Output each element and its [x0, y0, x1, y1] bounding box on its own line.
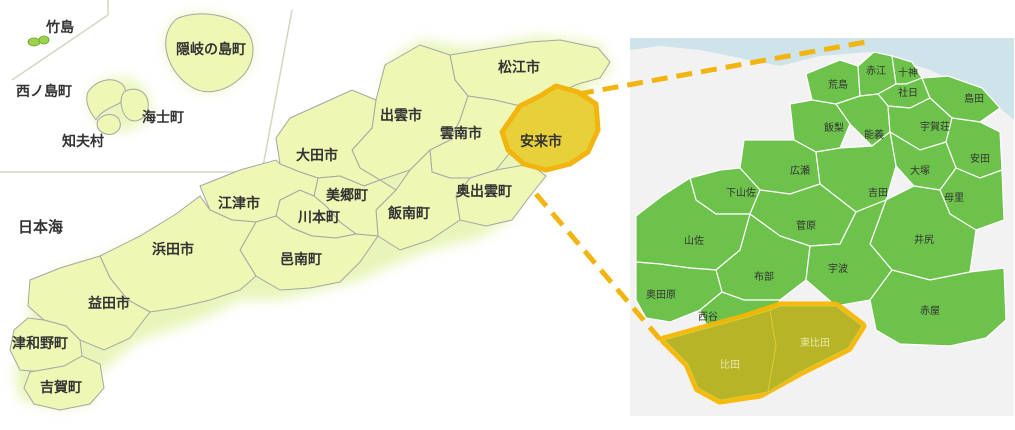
district-label-fube: 布部	[754, 270, 774, 283]
district-label-akae: 赤江	[866, 65, 886, 77]
district-label-shimoyamasa: 下山佐	[726, 187, 756, 199]
district-akaya	[869, 267, 1007, 347]
shimane-prefecture-map: 日本海 竹島 隠岐の島町 西ノ島町 海士町 知夫村 松江市 出雲市 雲南市 安来…	[0, 0, 612, 411]
label-izumo: 出雲市	[380, 107, 422, 124]
district-uba	[805, 198, 893, 307]
municipality-yoshika	[23, 355, 105, 411]
district-label-ijiri: 井尻	[914, 233, 934, 246]
district-label-okutabara: 奥田原	[646, 288, 676, 301]
district-label-nishidani: 西谷	[698, 311, 718, 323]
island-label-chibu: 知夫村	[62, 133, 104, 150]
district-label-sugahara: 菅原	[796, 220, 816, 232]
nakanoshima-island	[120, 88, 149, 122]
district-label-shanichi: 社日	[898, 86, 918, 99]
oki-islands-inset-frame	[0, 0, 293, 173]
yasugi-city-district-map: 荒島 赤江 十神 社日 島田 飯梨 能義 宇賀荘 安田 広瀬 大塚 吉田 母里 …	[630, 38, 1014, 416]
district-label-yoshida: 吉田	[868, 187, 888, 199]
districts	[635, 51, 1007, 405]
label-masuda: 益田市	[88, 295, 130, 312]
label-gotsu: 江津市	[218, 195, 260, 212]
municipality-yasugi	[499, 83, 601, 173]
municipality-onan	[239, 215, 379, 291]
label-kawamoto: 川本町	[297, 209, 340, 226]
takeshima-island-a	[27, 37, 41, 47]
oki-dogo-island	[165, 13, 254, 93]
district-label-ugasho: 宇賀荘	[920, 120, 950, 133]
chiburijima-island	[96, 114, 121, 135]
label-iinan: 飯南町	[387, 205, 430, 222]
connector-bottom	[534, 192, 666, 346]
district-label-yamasa: 山佐	[684, 235, 704, 247]
district-label-hida: 比田	[720, 359, 740, 371]
label-yoshika: 吉賀町	[40, 379, 82, 396]
district-label-otsuka: 大塚	[910, 164, 930, 177]
district-label-higashihida: 東比田	[800, 336, 830, 349]
label-oda: 大田市	[296, 147, 338, 164]
district-label-shimada: 島田	[964, 92, 984, 105]
district-label-akaya: 赤屋	[920, 305, 940, 317]
label-tsuwano: 津和野町	[12, 335, 68, 352]
district-label-tokami: 十神	[898, 66, 918, 79]
island-label-ama: 海士町	[142, 109, 184, 126]
islands	[27, 13, 254, 135]
label-matsue: 松江市	[498, 59, 540, 76]
sea-label: 日本海	[18, 218, 63, 236]
zoom-connectors	[534, 39, 867, 346]
municipality-iinan	[375, 148, 472, 251]
district-higashihida	[767, 305, 863, 394]
label-unnan: 雲南市	[440, 125, 482, 142]
takeshima-island-b	[38, 35, 50, 45]
right-map-labels: 荒島 赤江 十神 社日 島田 飯梨 能義 宇賀荘 安田 広瀬 大塚 吉田 母里 …	[646, 65, 990, 371]
district-label-nogi: 能義	[864, 128, 884, 141]
water-area	[630, 38, 1014, 120]
label-misato: 美郷町	[326, 187, 368, 204]
island-label-nishinoshima: 西ノ島町	[16, 83, 72, 100]
nishinoshima-island	[86, 79, 126, 121]
district-label-inashi: 飯梨	[824, 121, 844, 134]
label-okuizumo: 奥出雲町	[456, 183, 512, 200]
left-map-labels: 日本海 竹島 隠岐の島町 西ノ島町 海士町 知夫村 松江市 出雲市 雲南市 安来…	[12, 19, 562, 396]
district-label-uba: 宇波	[828, 262, 848, 275]
district-label-mori: 母里	[944, 192, 964, 204]
district-label-yasuda: 安田	[970, 152, 990, 165]
island-label-okinoshima: 隠岐の島町	[176, 41, 246, 58]
island-label-takeshima: 竹島	[45, 19, 74, 36]
district-label-hirose: 広瀬	[790, 164, 810, 177]
district-label-arashima: 荒島	[828, 78, 848, 91]
label-onan: 邑南町	[280, 251, 322, 268]
label-yasugi: 安来市	[520, 133, 562, 150]
label-hamada: 浜田市	[152, 241, 194, 258]
mainland	[9, 39, 611, 411]
